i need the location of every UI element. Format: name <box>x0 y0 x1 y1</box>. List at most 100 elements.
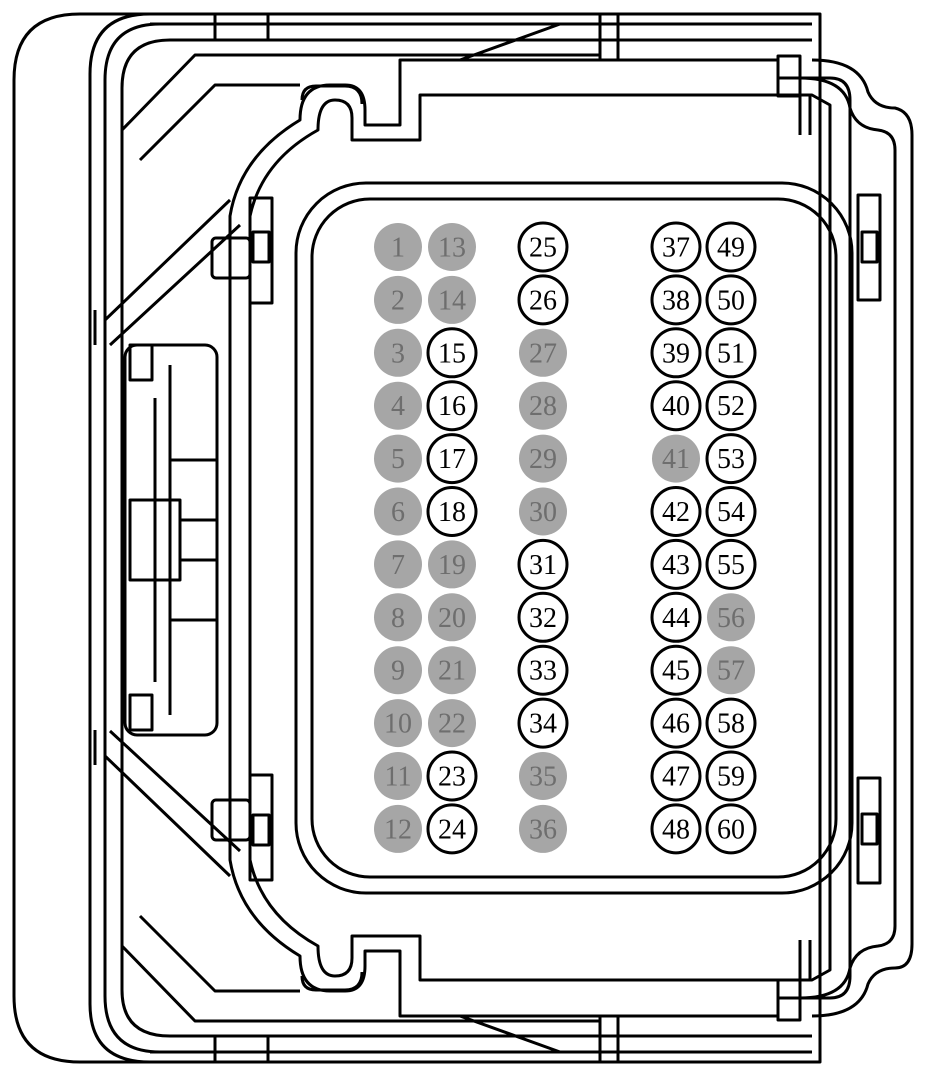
pin-44-circle <box>650 591 702 643</box>
pin-18-circle <box>426 486 478 537</box>
pin-9-circle <box>374 646 422 695</box>
latch-clip-top <box>128 343 154 382</box>
pin-55-circle <box>705 538 757 590</box>
pin-30-label: 30 <box>529 497 557 528</box>
pin-30-circle <box>519 487 567 536</box>
pin-54-circle <box>705 486 757 537</box>
pin-57-label: 57 <box>717 656 745 687</box>
ear-bottom-left-cap <box>300 971 364 992</box>
pin-45-label: 45 <box>662 656 690 687</box>
pin-46-label: 46 <box>662 709 690 740</box>
mating-frame-outer <box>228 58 852 1018</box>
pin-11-circle <box>374 752 422 800</box>
pin-42-circle <box>650 486 702 537</box>
cavity-frame-inner <box>310 197 838 879</box>
pin-57-circle <box>707 646 755 695</box>
chamfer-side-bottom <box>103 729 242 878</box>
pin-14-label: 14 <box>438 285 466 316</box>
pin-40-label: 40 <box>662 391 690 422</box>
pin-23-circle <box>426 750 478 802</box>
pin-35-label: 35 <box>529 762 557 793</box>
pin-49-circle <box>705 221 757 273</box>
right-side-lug-bottom <box>856 776 882 885</box>
pin-60-label: 60 <box>717 814 745 845</box>
pin-15-label: 15 <box>438 338 466 369</box>
pin-37-label: 37 <box>662 233 690 264</box>
pin-10-label: 10 <box>384 709 412 740</box>
pin-58-circle <box>705 697 757 749</box>
pin-25-label: 25 <box>529 233 557 264</box>
pin-33-circle <box>517 644 569 696</box>
pin-25-circle <box>517 221 569 273</box>
pin-16-circle <box>426 380 478 432</box>
pin-22-label: 22 <box>438 709 466 740</box>
pin-31-label: 31 <box>529 550 557 581</box>
pin-3-circle <box>374 328 422 377</box>
pin-41-label: 41 <box>662 444 690 475</box>
pin-48-label: 48 <box>662 814 690 845</box>
pin-36-circle <box>519 804 567 853</box>
left-lug-bottom <box>248 773 274 882</box>
pin-56-circle <box>707 593 755 642</box>
pin-1-label: 1 <box>391 233 405 264</box>
pin-7-circle <box>374 540 422 589</box>
chamfer-side-top <box>103 198 242 347</box>
chamfer-top <box>120 22 600 162</box>
latch-body <box>123 343 219 737</box>
pin-59-label: 59 <box>717 762 745 793</box>
pin-27-circle <box>519 328 567 377</box>
pin-5-circle <box>374 434 422 483</box>
pin-19-label: 19 <box>438 550 466 581</box>
left-lug-top <box>248 196 274 305</box>
pin-36-label: 36 <box>529 814 557 845</box>
pin-7-label: 7 <box>391 550 405 581</box>
pin-38-circle <box>650 274 702 326</box>
pin-21-label: 21 <box>438 656 466 687</box>
pin-8-circle <box>374 593 422 642</box>
pin-48-circle <box>650 803 702 855</box>
pin-9-label: 9 <box>391 656 405 687</box>
housing-inner-line <box>88 12 151 1064</box>
pin-27-label: 27 <box>529 338 557 369</box>
pin-32-label: 32 <box>529 603 557 634</box>
pin-1-circle <box>374 223 422 271</box>
pin-33-label: 33 <box>529 656 557 687</box>
pin-49-label: 49 <box>717 233 745 264</box>
pin-52-label: 52 <box>717 391 745 422</box>
left-lug-top-detail <box>251 230 271 264</box>
pin-20-circle <box>428 593 476 642</box>
pin-47-circle <box>650 750 702 802</box>
pin-44-label: 44 <box>662 603 690 634</box>
pin-29-label: 29 <box>529 444 557 475</box>
right-side-lug-bottom-detail <box>860 812 879 846</box>
pin-11-label: 11 <box>385 762 412 793</box>
pin-34-label: 34 <box>529 709 557 740</box>
pin-19-circle <box>428 540 476 589</box>
pin-43-circle <box>650 538 702 590</box>
pin-20-label: 20 <box>438 603 466 634</box>
pin-46-circle <box>650 697 702 749</box>
pin-18-label: 18 <box>438 497 466 528</box>
pin-45-circle <box>650 644 702 696</box>
pin-13-circle <box>428 223 476 271</box>
pin-26-circle <box>517 274 569 326</box>
pin-60-circle <box>705 803 757 855</box>
pin-50-label: 50 <box>717 285 745 316</box>
ear-top-left-cap <box>300 84 364 105</box>
pin-39-circle <box>650 327 702 379</box>
pin-32-circle <box>517 591 569 643</box>
pin-24-label: 24 <box>438 814 466 845</box>
pin-12-label: 12 <box>384 814 412 845</box>
pin-28-label: 28 <box>529 391 557 422</box>
pin-10-circle <box>374 699 422 748</box>
pin-42-label: 42 <box>662 497 690 528</box>
right-bottom-clip <box>776 978 802 1022</box>
pin-29-circle <box>519 434 567 483</box>
pin-24-circle <box>426 803 478 855</box>
pin-23-label: 23 <box>438 762 466 793</box>
pin-12-circle <box>374 804 422 853</box>
pin-2-circle <box>374 275 422 324</box>
housing-outer <box>12 12 822 1064</box>
pin-34-circle <box>517 697 569 749</box>
